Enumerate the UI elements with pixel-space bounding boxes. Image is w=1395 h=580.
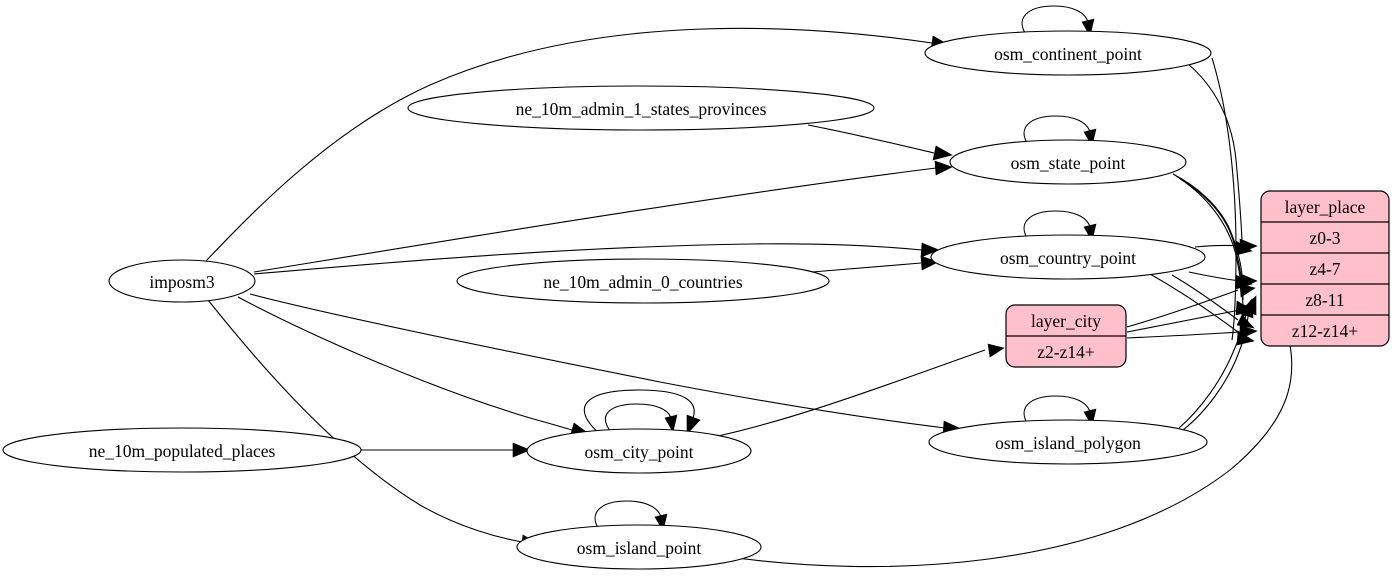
osm-island-point-label: osm_island_point xyxy=(577,538,702,558)
osm-city-point-label: osm_city_point xyxy=(585,442,694,462)
edge-osm-state-point-to-layer-place-z4-7 xyxy=(1172,173,1243,275)
ne-countries-ellipse[interactable] xyxy=(456,258,830,304)
node-osm-country-point[interactable]: osm_country_point xyxy=(930,234,1206,280)
edge-osm-island-polygon-to-layer-place-z8-11 xyxy=(1182,309,1250,431)
arrowhead-layer-city-layer-place-3 xyxy=(1239,324,1258,340)
node-osm-state-point[interactable]: osm_state_point xyxy=(949,139,1187,185)
edge-osm-country-point-to-layer-place-z8-11 xyxy=(1194,244,1241,248)
edge-imposm3-to-osm-city-point xyxy=(237,296,573,431)
osm-country-point-label: osm_country_point xyxy=(1000,248,1136,268)
edge-imposm3-to-osm-island-polygon xyxy=(249,293,946,429)
ne-states-label: ne_10m_admin_1_states_provinces xyxy=(516,99,767,119)
edge-imposm3-to-osm-state-point xyxy=(253,167,937,273)
ne-countries-label: ne_10m_admin_0_countries xyxy=(543,272,742,292)
osm-city-point-ellipse[interactable] xyxy=(526,428,752,474)
edge-osm-continent-point-to-layer-place-z0-3 xyxy=(1187,63,1243,241)
osm-state-point-label: osm_state_point xyxy=(1011,153,1126,173)
node-ne-10m-populated-places[interactable]: ne_10m_populated_places xyxy=(2,427,362,473)
arrowhead-osm-country-point-layer-place-2 xyxy=(1239,273,1258,289)
edge-self-loop-outer-osm-city-point xyxy=(583,389,695,435)
osm-island-point-ellipse[interactable] xyxy=(516,524,762,570)
arrowhead-layer-city-layer-place-2 xyxy=(1240,303,1257,318)
osm-country-point-ellipse[interactable] xyxy=(930,234,1206,280)
record-layer-place[interactable]: layer_place z0-3 z4-7 z8-11 z12-z14+ xyxy=(1260,190,1390,347)
osm-island-polygon-label: osm_island_polygon xyxy=(995,433,1141,453)
arrowhead-imposm3-osm-country-point xyxy=(920,242,940,258)
edge-self-loop-osm-island-polygon xyxy=(1023,395,1091,427)
edge-self-loop-inner-osm-city-point xyxy=(605,403,672,433)
edge-osm-island-point-to-layer-place-z12 xyxy=(715,344,1293,568)
edge-osm-country-point-to-layer-place-extra xyxy=(1138,267,1239,333)
edge-osm-country-point-to-layer-place-z4-7 xyxy=(1188,271,1241,282)
edge-imposm3-to-osm-island-point xyxy=(207,299,523,543)
edge-osm-country-point-to-layer-place-z12 xyxy=(1171,274,1239,321)
imposm3-ellipse[interactable] xyxy=(108,259,256,303)
arrowhead-imposm3-osm-state-point xyxy=(934,160,953,176)
osm-continent-point-label: osm_continent_point xyxy=(994,44,1142,64)
node-imposm3[interactable]: imposm3 xyxy=(108,259,256,303)
osm-state-point-ellipse[interactable] xyxy=(949,139,1187,185)
edge-imposm3-to-osm-country-point xyxy=(253,243,923,275)
imposm3-label: imposm3 xyxy=(149,272,214,292)
arrowhead-ne-places-osm-city-point xyxy=(512,442,531,458)
edge-layer-city-to-layer-place-z12 xyxy=(1126,331,1241,339)
ne-places-label: ne_10m_populated_places xyxy=(89,441,276,461)
edge-imposm3-to-osm-continent-point xyxy=(204,27,933,263)
arrowhead-ne-countries-osm-country-point xyxy=(920,255,939,271)
arrowhead-osm-country-point-layer-place-3 xyxy=(1236,314,1255,329)
arrowhead-osm-country-point-layer-place xyxy=(1239,238,1258,254)
node-osm-continent-point[interactable]: osm_continent_point xyxy=(924,30,1212,76)
arrowhead-ne-states-osm-state-point xyxy=(932,145,953,161)
edge-layer-city-to-layer-place-z8-11 xyxy=(1126,309,1241,333)
ne-places-ellipse[interactable] xyxy=(2,427,362,473)
record-layer: layer_place z0-3 z4-7 z8-11 z12-z14+ lay… xyxy=(1005,190,1390,368)
record-layer-city[interactable]: layer_city z2-z14+ xyxy=(1005,304,1127,368)
layer-place-row-z12-z14[interactable]: z12-z14+ xyxy=(1292,321,1358,341)
edge-layer-city-to-layer-place-z4-7 xyxy=(1126,289,1239,328)
layer-place-row-z0-3[interactable]: z0-3 xyxy=(1309,228,1340,248)
layer-place-row-z8-11[interactable]: z8-11 xyxy=(1305,290,1344,310)
osm-continent-point-ellipse[interactable] xyxy=(924,30,1212,76)
layer-city-row-z2-z14[interactable]: z2-z14+ xyxy=(1037,342,1095,362)
edge-osm-city-point-to-layer-city xyxy=(717,349,986,437)
ne-states-ellipse[interactable] xyxy=(407,85,875,131)
node-osm-island-polygon[interactable]: osm_island_polygon xyxy=(928,419,1208,465)
arrowhead-osm-city-point-layer-city xyxy=(987,343,1005,358)
arrowhead-self-loop-inner-osm-city-point xyxy=(664,414,678,433)
layer-place-box[interactable] xyxy=(1260,190,1390,347)
edge-osm-continent-point-to-layer-place-long xyxy=(1211,57,1237,341)
edge-self-loop-osm-state-point xyxy=(1023,115,1091,147)
node-ne-10m-admin-1-states-provinces[interactable]: ne_10m_admin_1_states_provinces xyxy=(407,85,875,131)
edge-ne-states-to-osm-state-point xyxy=(807,124,935,154)
edge-ne-countries-to-osm-country-point xyxy=(811,262,922,273)
arrowhead-layer-city-layer-place-1 xyxy=(1239,283,1256,298)
node-osm-island-point[interactable]: osm_island_point xyxy=(516,524,762,570)
edge-self-loop-osm-island-point xyxy=(594,500,662,532)
edge-self-loop-osm-continent-point xyxy=(1021,5,1089,37)
osm-island-polygon-ellipse[interactable] xyxy=(928,419,1208,465)
layer-place-row-z4-7[interactable]: z4-7 xyxy=(1309,259,1340,279)
layer-place-title: layer_place xyxy=(1285,197,1366,217)
arrowhead-self-loop-outer-osm-city-point xyxy=(686,414,701,435)
edge-self-loop-osm-country-point xyxy=(1023,210,1091,242)
layer-city-title: layer_city xyxy=(1031,311,1101,331)
edge-osm-island-polygon-to-layer-place-z12 xyxy=(1178,313,1247,429)
node-ne-10m-admin-0-countries[interactable]: ne_10m_admin_0_countries xyxy=(456,258,830,304)
node-layer: imposm3 ne_10m_admin_1_states_provinces … xyxy=(2,30,1212,570)
node-osm-city-point[interactable]: osm_city_point xyxy=(526,428,752,474)
